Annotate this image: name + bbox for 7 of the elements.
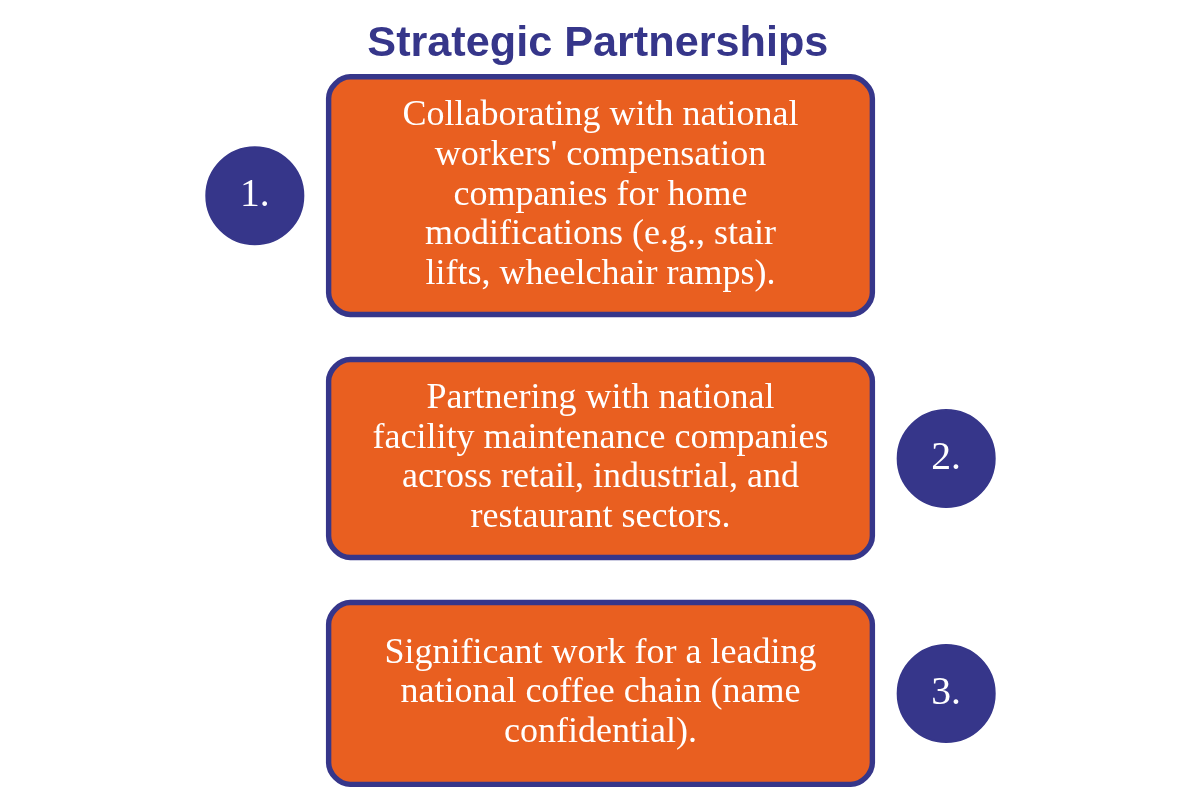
node-circle: 3.	[896, 643, 996, 743]
diagram-title: Strategic Partnerships	[366, 16, 828, 65]
node-circle: 2.	[896, 409, 996, 509]
node-circle: 1.	[204, 146, 304, 246]
node-box: Partnering with national facility maintenance companies across retail, industrial, and restaurant sectors.	[325, 356, 875, 561]
node-box: Significant work for a leading national coffee chain (name confidential).	[325, 599, 875, 788]
node-box: Collaborating with national workers' compensation companies for home modifications (e.g., stair lifts, wheelchair ramps).	[325, 74, 875, 318]
